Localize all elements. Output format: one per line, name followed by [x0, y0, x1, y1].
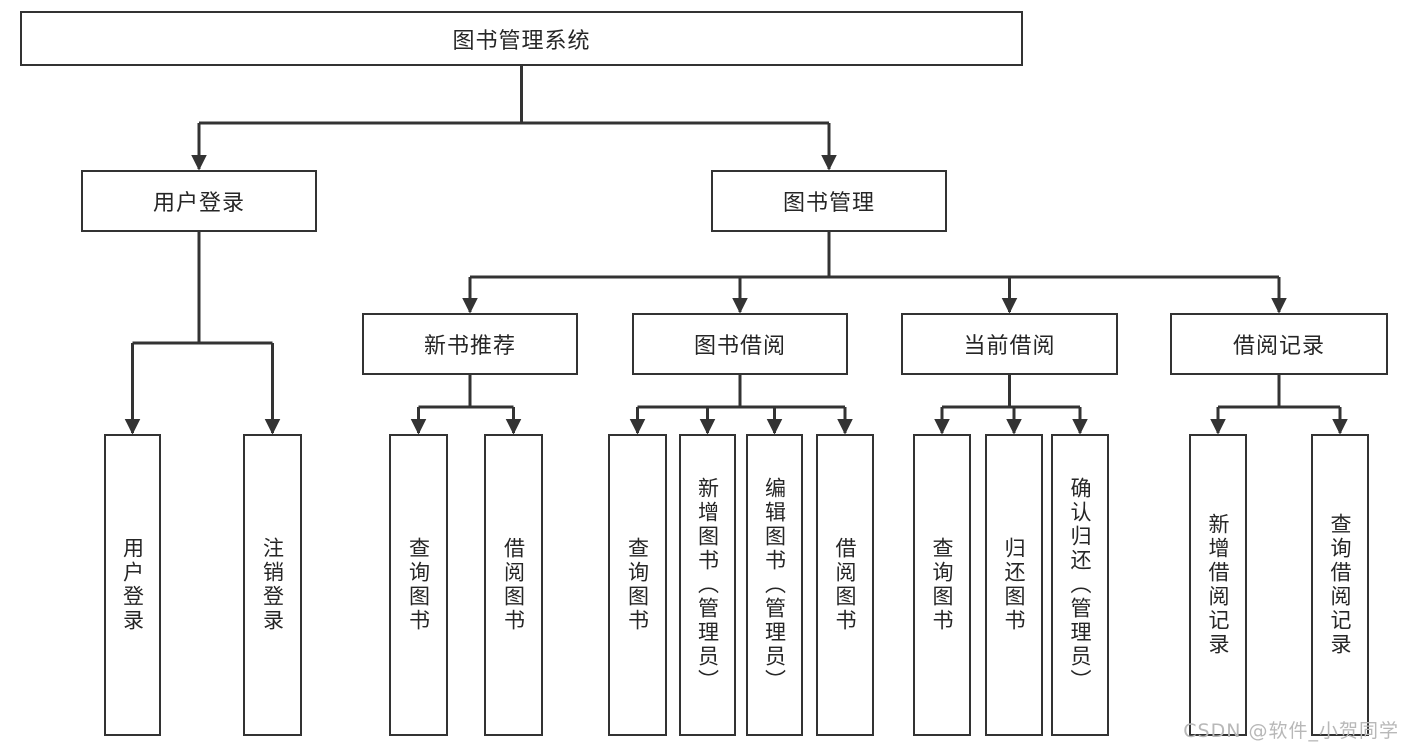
node-leaf-query-book-3: 查询图书: [913, 434, 971, 736]
node-leaf-user-login: 用户登录: [104, 434, 161, 736]
node-label: 当前借阅: [963, 334, 1056, 359]
node-label: 新增图书（管理员）: [695, 477, 720, 693]
node-label: 借阅图书: [833, 537, 858, 633]
node-leaf-add-book: 新增图书（管理员）: [679, 434, 736, 736]
node-label: 图书管理: [782, 191, 875, 216]
node-root: 图书管理系统: [20, 11, 1023, 66]
node-leaf-edit-book: 编辑图书（管理员）: [746, 434, 803, 736]
node-leaf-borrow-book-1: 借阅图书: [484, 434, 543, 736]
node-new-book-rec: 新书推荐: [362, 313, 578, 375]
node-label: 用户登录: [152, 191, 245, 216]
node-leaf-return-book: 归还图书: [985, 434, 1043, 736]
node-label: 查询图书: [406, 537, 431, 633]
node-leaf-confirm-return: 确认归还（管理员）: [1051, 434, 1109, 736]
node-label: 图书借阅: [693, 334, 786, 359]
node-label: 借阅图书: [501, 537, 526, 633]
node-label: 注销登录: [260, 537, 285, 633]
node-leaf-query-book-2: 查询图书: [608, 434, 667, 736]
node-label: 归还图书: [1002, 537, 1027, 633]
node-label: 新增借阅记录: [1206, 513, 1231, 657]
watermark-text: CSDN @软件_小贺同学: [1183, 720, 1399, 742]
node-leaf-user-logout: 注销登录: [243, 434, 302, 736]
node-leaf-add-record: 新增借阅记录: [1189, 434, 1247, 736]
node-label: 图书管理系统: [452, 28, 591, 54]
node-label: 查询图书: [930, 537, 955, 633]
node-leaf-query-record: 查询借阅记录: [1311, 434, 1369, 736]
node-borrow-record: 借阅记录: [1170, 313, 1388, 375]
node-book-manage: 图书管理: [711, 170, 947, 232]
node-current-borrow: 当前借阅: [901, 313, 1118, 375]
node-label: 查询借阅记录: [1328, 513, 1353, 657]
node-leaf-borrow-book-2: 借阅图书: [816, 434, 874, 736]
node-label: 借阅记录: [1232, 334, 1325, 359]
node-leaf-query-book-1: 查询图书: [389, 434, 448, 736]
node-book-borrow: 图书借阅: [632, 313, 848, 375]
node-user-login: 用户登录: [81, 170, 317, 232]
node-label: 查询图书: [625, 537, 650, 633]
node-label: 用户登录: [120, 537, 145, 633]
node-label: 新书推荐: [423, 334, 516, 359]
node-label: 编辑图书（管理员）: [762, 477, 787, 693]
node-label: 确认归还（管理员）: [1068, 477, 1093, 693]
